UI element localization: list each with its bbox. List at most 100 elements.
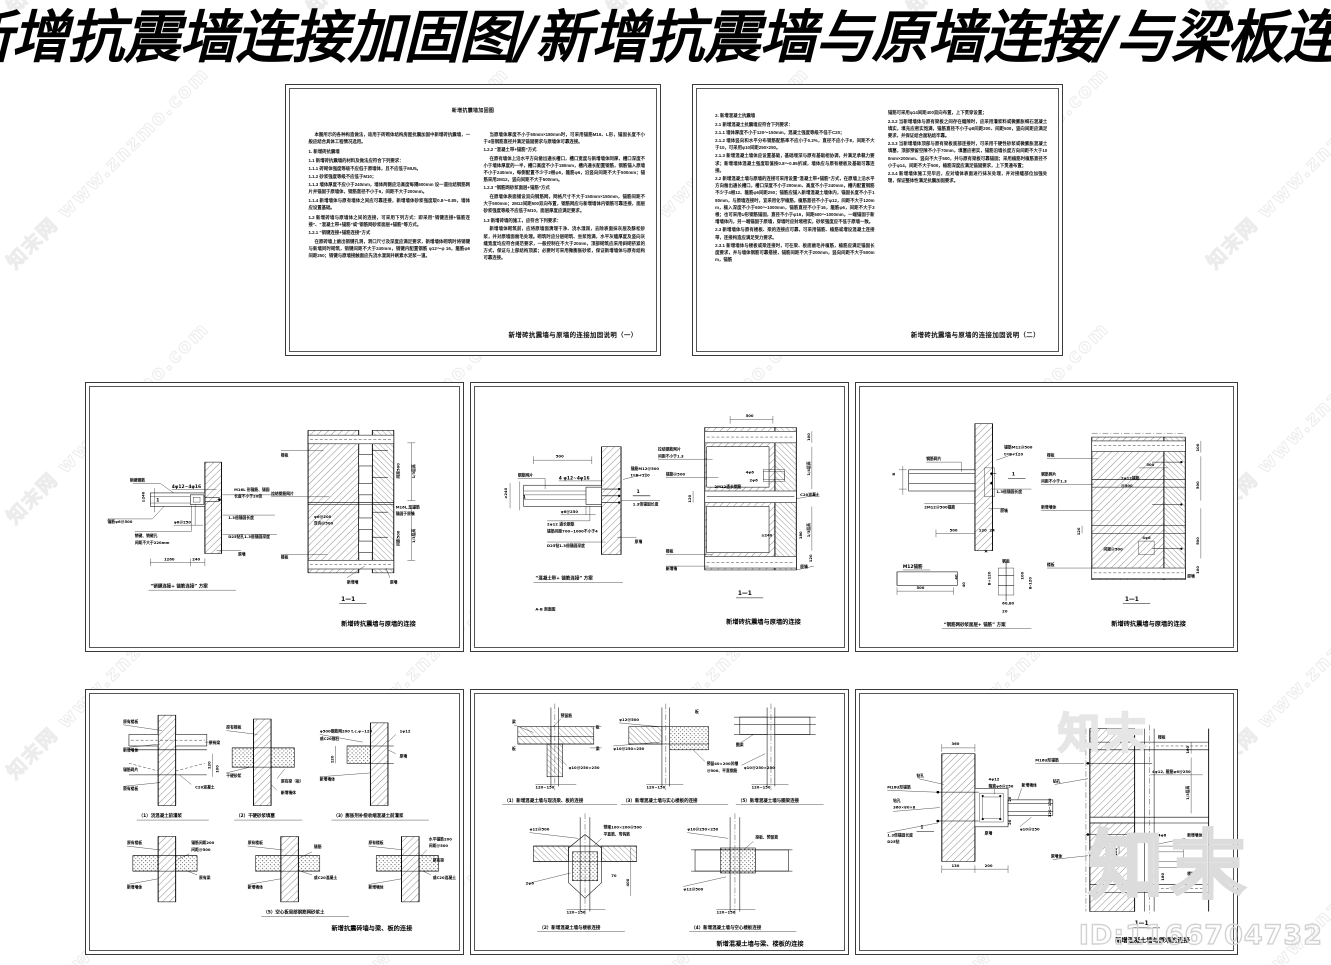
cad6-l-hole: 钻孔	[916, 773, 924, 778]
cad4-l3d: 原墙	[400, 754, 408, 759]
spec1-col-right: 当原墙体厚度不小于50mm×180mm时，可采用锚筋M16、L形，锚固长度不小于…	[483, 131, 645, 312]
cad5-l3c: 板	[695, 709, 699, 714]
cad3-label-mesh: 钢筋网片	[926, 456, 941, 461]
cad3-label-slabtop: 楼板	[1047, 452, 1055, 457]
cad1-label-anchor2: 长度不小于20倍	[234, 494, 262, 499]
svg-text:1/3层高: 1/3层高	[806, 523, 811, 537]
cad4-drawing: 120 100 原有楼板 新增墙体 锚筋网片 原有楼板 原有梁 C20混凝土 （…	[90, 694, 459, 950]
cad5-l4b: 梁板、预留筋	[754, 834, 778, 839]
svg-text:400: 400	[626, 878, 630, 886]
cad6-section-tag: 1—1	[1135, 921, 1149, 927]
svg-text:100: 100	[1186, 745, 1190, 753]
spec2-columns: 2. 新增混凝土抗震墙 2.1 新增混凝土抗震墙应符合下列要求： 2.1.1 墙…	[715, 109, 1047, 312]
spec2-caption: 新增砖抗震墙与原墙的连接加固说明（二）	[910, 331, 1040, 339]
cad6-drawing: 360 130 200 20 20 120~130 钻孔 M16U形锚筋 钻孔 …	[860, 694, 1233, 950]
cad4-l2c: 原有梁（板）	[281, 779, 304, 784]
cad1-label-origwall-b: 原墙	[390, 579, 398, 584]
cad1-label-newwall-b: 新增墙	[347, 579, 359, 584]
cad1-label-anchor-len: 1.3倍锚固长度	[228, 515, 254, 520]
svg-text:500: 500	[1196, 481, 1200, 489]
sheet-border-inner	[89, 386, 460, 648]
cad-sheet-2: 500 ≥240 1 钢筋网片 4 φ12~4φ16 φ6@250 2φ12 通…	[470, 382, 849, 652]
cad4-l6a: 原有楼板	[368, 840, 383, 845]
cad5-l2e: 70	[611, 874, 617, 878]
cad2-sec-no2: 1	[637, 489, 640, 495]
cad3-label-newwall: 新增墙体	[1041, 504, 1056, 509]
cad1-label-mesh: 拉结钢筋网片	[271, 491, 294, 496]
spec1-caption: 新增砖抗震墙与原墙的连接加固说明（一）	[508, 331, 638, 339]
cad5-l3d: 预留40×200凹槽	[707, 761, 739, 766]
cad2-dim-500b: 500	[746, 414, 754, 418]
svg-text:100: 100	[1196, 566, 1200, 574]
cad4-d2: （2）干硬砂浆填塞	[236, 812, 275, 819]
svg-text:100: 100	[1196, 443, 1200, 451]
cad4-l1e: 原有梁	[209, 740, 221, 745]
cad3-subtitle-left: “钢筋网砂浆面层+ 锚筋” 方案	[944, 621, 1006, 628]
cad2-label-2m12: 2M12通长钢筋	[715, 484, 742, 489]
cad1-caption: 新增砖抗震墙与原墙的连接	[341, 620, 416, 628]
cad4-l4c: 间距@500	[191, 847, 211, 852]
cad5-l3b: φ10@250×250	[613, 747, 644, 751]
cad3-section-tag: 1—1	[1125, 597, 1139, 603]
cad4-l6f: 新增墙体	[368, 884, 383, 889]
cad2-drawing: 500 ≥240 1 钢筋网片 4 φ12~4φ16 φ6@250 2φ12 通…	[475, 387, 844, 647]
cad3-label-spacing500: 间距@500	[1103, 547, 1123, 552]
svg-text:120: 120	[809, 554, 813, 562]
cad1-section-tag: 1—1	[341, 597, 355, 603]
cad4-l4a: 原有楼板	[127, 840, 142, 845]
svg-text:120: 120	[1077, 527, 1081, 535]
svg-text:≥240: ≥240	[504, 487, 508, 498]
cad1-label-orig-wall: 原墙	[238, 552, 246, 557]
cad5-caption: 新增混凝土墙与梁、楼板的连接	[716, 940, 804, 948]
cad1-drawing: 1 ≥240 销键钢筋 4φ12~4φ16 锚筋φ6@500 φ6@250 销键…	[90, 387, 459, 647]
cad6-l-4phi12: 4φ12	[989, 778, 1000, 782]
cad5-d1: （1）新增混凝土墙与现浇梁、板的连接	[504, 797, 584, 804]
sheet-border-inner	[859, 693, 1234, 951]
svg-text:间距500: 间距500	[396, 530, 401, 546]
spec1-doc-title: 新增抗震墙加固图	[451, 107, 495, 114]
spec2-l0: 2. 新增混凝土抗震墙	[715, 113, 756, 119]
cad3-label-plate: 钢板	[1002, 558, 1010, 563]
cad3-label-origwall: 原墙	[1000, 508, 1008, 513]
svg-text:180: 180	[1114, 847, 1118, 855]
sheet-border-inner	[474, 386, 845, 648]
sheet-border-inner	[474, 693, 845, 951]
cad1-label-slab-bot: 楼板	[281, 554, 289, 559]
cad3-label-origwall2: 原墙	[1187, 574, 1195, 579]
cad1-dim-b: 240	[192, 557, 200, 561]
cad1-label-rebar-top: 销键钢筋	[130, 477, 145, 482]
cad6-l-d25: D25钻	[887, 839, 899, 844]
cad6-l-m16u: M16U形锚筋	[887, 784, 911, 789]
spec2-r1: 2.3.2 当新增墙体与原有梁板之间存在缝隙时，应采用灌浆料或微膨胀细石混凝土填…	[887, 118, 1048, 138]
cad4-l6e: 或C20混凝土	[433, 875, 456, 880]
spec1-r0: 当原墙体厚度不小于50mm×180mm时，可采用锚筋M16、L形，锚固长度不小于…	[483, 131, 646, 145]
cad1-label-mesh2: φ6@200	[314, 515, 332, 519]
cad5-drawing: 梁 预留筋 板 板 梁 φ10@250×250 120~150 （1）新增混凝土…	[475, 694, 844, 950]
cad-sheet-1: 1 ≥240 销键钢筋 4φ12~4φ16 锚筋φ6@500 φ6@250 销键…	[85, 382, 464, 652]
cad3-dim-120: 120	[979, 528, 987, 532]
cad2-label-anchor-len: 1.3倍锚固长度	[633, 501, 659, 506]
cad6-r-rebar: 4φ12, 箍筋φ6@250	[1152, 769, 1191, 774]
cad3-detail-A: A	[985, 550, 988, 554]
cad1-label-mesh3: 双向@500	[313, 521, 334, 526]
spec1-columns: 本图所示的各种构造做法，适用于砖砌体结构房屋抗震加固中新增砖抗震墙，一般应结合具…	[308, 131, 645, 312]
watermark-text: 知末网 www.znzmo.com	[2, 62, 214, 274]
cad6-dim-200: 200	[985, 864, 993, 868]
sheet-border-inner	[696, 88, 1059, 352]
cad2-dim-500: 500	[556, 454, 564, 458]
cad3-label-boltM12: M12锚筋	[903, 563, 923, 570]
cad1-label-main-rebar: 4φ12~4φ16	[172, 484, 201, 490]
cad5-d5: （5）新增混凝土墙与圈梁连接	[738, 797, 800, 804]
cad6-l-stirr: 箍筋φ6@250	[989, 783, 1014, 788]
cad4-l1a: 原有楼板	[123, 719, 138, 724]
cad6-dim-360: 360	[952, 742, 960, 746]
cad5-l1c: 板	[596, 725, 600, 730]
cad2-label-chem: D25钻1.3倍锚固深度	[547, 543, 585, 548]
spec1-l8: 1.2.1 “销键连接+锚筋连接”方式	[308, 230, 371, 236]
cad4-l5b: 锚筋	[314, 844, 322, 849]
cad4-l5d: 新增墙体	[248, 884, 263, 889]
cad5-l5c: 120~150	[752, 785, 771, 789]
cad6-caption: 新增混凝土墙与原墙的连接	[1115, 936, 1191, 944]
spec1-col-left: 本图所示的各种构造做法，适用于砖砌体结构房屋抗震加固中新增砖抗震墙，一般应结合具…	[308, 131, 470, 312]
cad6-dim-130: 130	[952, 864, 960, 868]
